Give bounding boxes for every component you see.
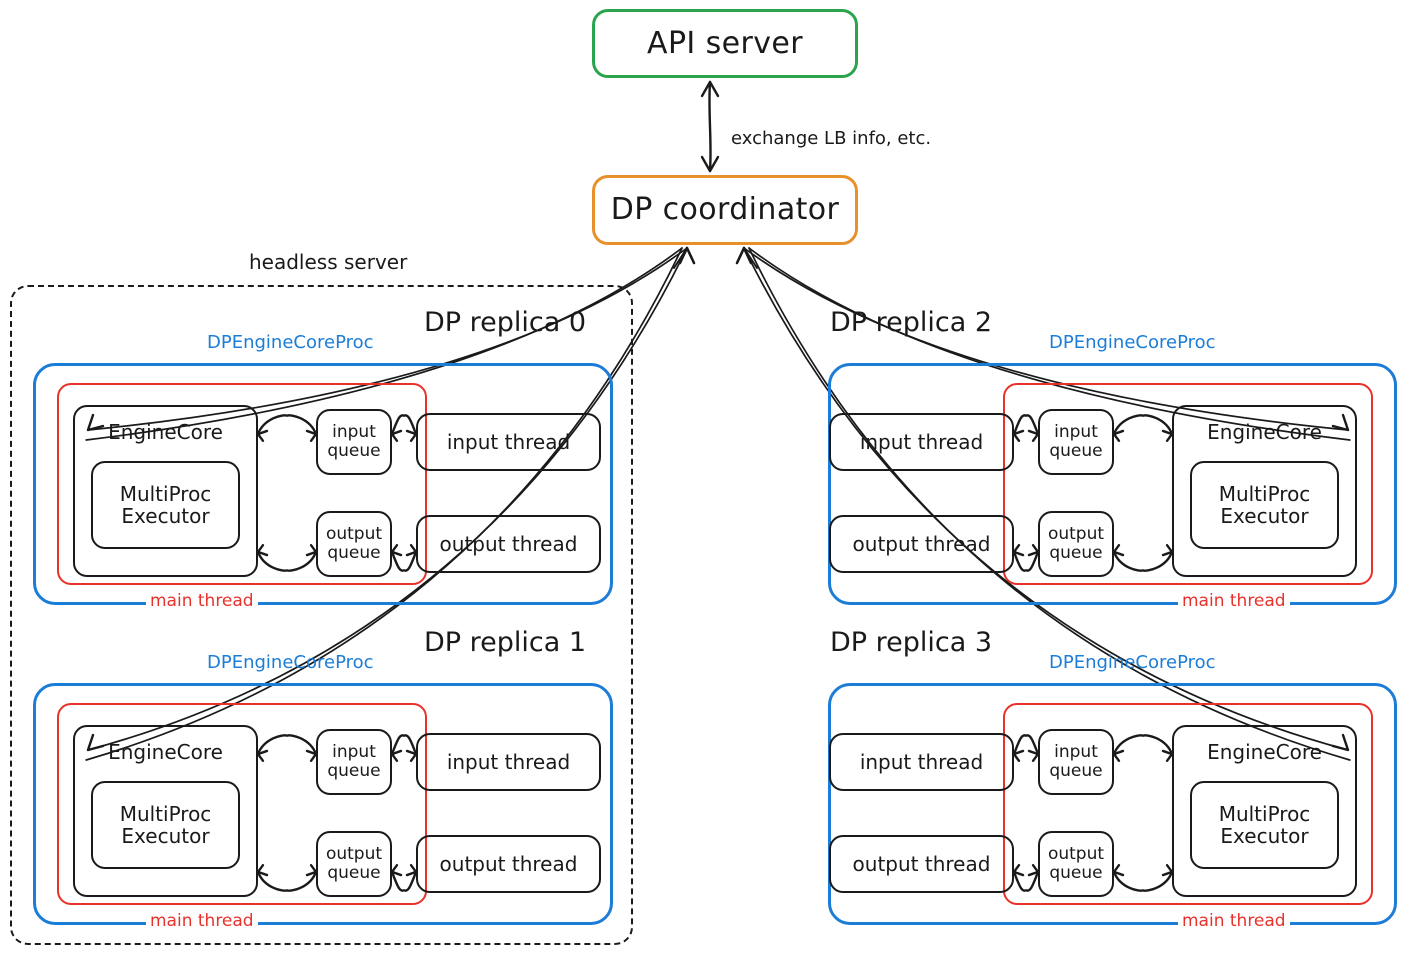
- engine-core-label: EngineCore: [108, 740, 223, 764]
- exchange-info-edge-label: exchange LB info, etc.: [731, 128, 932, 149]
- replica-1-main-thread-box: [57, 703, 427, 905]
- replica-2-output-queue[interactable]: output queue: [1038, 511, 1114, 577]
- replica-3-main-thread-box: [1003, 703, 1373, 905]
- replica-1-output-queue-label: output queue: [325, 843, 383, 883]
- main-thread-label-text: main thread: [1182, 591, 1286, 611]
- replica-0-input-thread-label: input thread: [446, 429, 571, 454]
- engine-core-label: EngineCore: [1207, 420, 1322, 444]
- headless-server-label: headless server: [249, 250, 408, 274]
- engine-core-label: EngineCore: [108, 420, 223, 444]
- replica-1-multiproc-executor-label: MultiProc Executor: [119, 801, 212, 848]
- replica-3-input-queue-label: input queue: [1049, 741, 1103, 781]
- replica-1-title: DP replica 1: [424, 627, 586, 658]
- replica-0-multiproc-executor-label: MultiProc Executor: [119, 481, 212, 528]
- replica-3-main-thread-label: main thread: [1178, 911, 1290, 931]
- replica-0-main-thread-box: [57, 383, 427, 585]
- replica-0-title: DP replica 0: [424, 307, 586, 338]
- replica-3-input-queue[interactable]: input queue: [1038, 729, 1114, 795]
- replica-1-input-queue-label: input queue: [327, 741, 381, 781]
- replica-title-text: DP replica 2: [830, 307, 993, 338]
- replica-3-output-thread-label: output thread: [852, 851, 991, 876]
- replica-2-engine-core[interactable]: EngineCore: [1172, 405, 1357, 577]
- proc-label-text: DPEngineCoreProc: [207, 332, 374, 353]
- replica-3-proc-box[interactable]: [828, 683, 1397, 925]
- main-thread-label-text: main thread: [150, 911, 254, 931]
- replica-3-output-thread[interactable]: output thread: [829, 835, 1014, 893]
- replica-3-proc-label: DPEngineCoreProc: [1049, 652, 1216, 673]
- replica-2-output-thread[interactable]: output thread: [829, 515, 1014, 573]
- replica-1-multiproc-executor[interactable]: MultiProc Executor: [91, 781, 240, 869]
- replica-2-multiproc-executor[interactable]: MultiProc Executor: [1190, 461, 1339, 549]
- replica-2-input-thread-label: input thread: [859, 429, 984, 454]
- replica-1-proc-label: DPEngineCoreProc: [207, 652, 374, 673]
- replica-3-input-thread-label: input thread: [859, 749, 984, 774]
- replica-title-text: DP replica 3: [830, 627, 993, 658]
- dp-coordinator-node[interactable]: DP coordinator: [592, 175, 858, 245]
- replica-3-output-queue-label: output queue: [1047, 843, 1105, 883]
- replica-2-output-thread-label: output thread: [852, 531, 991, 556]
- replica-2-proc-box[interactable]: [828, 363, 1397, 605]
- replica-2-title: DP replica 2: [830, 307, 992, 338]
- replica-1-output-thread[interactable]: output thread: [416, 835, 601, 893]
- api-server-label: API server: [647, 25, 803, 61]
- replica-0-input-queue-label: input queue: [327, 421, 381, 461]
- replica-0-output-queue-label: output queue: [325, 523, 383, 563]
- replica-1-input-queue[interactable]: input queue: [316, 729, 392, 795]
- replica-1-proc-box[interactable]: [33, 683, 613, 925]
- replica-2-main-thread-label: main thread: [1178, 591, 1290, 611]
- replica-0-engine-core[interactable]: EngineCore: [73, 405, 258, 577]
- replica-0-output-queue[interactable]: output queue: [316, 511, 392, 577]
- replica-3-output-queue[interactable]: output queue: [1038, 831, 1114, 897]
- replica-3-title: DP replica 3: [830, 627, 992, 658]
- replica-0-input-queue[interactable]: input queue: [316, 409, 392, 475]
- replica-3-engine-core[interactable]: EngineCore: [1172, 725, 1357, 897]
- replica-2-output-queue-label: output queue: [1047, 523, 1105, 563]
- engine-core-label: EngineCore: [1207, 740, 1322, 764]
- replica-2-input-queue[interactable]: input queue: [1038, 409, 1114, 475]
- replica-1-output-thread-label: output thread: [439, 851, 578, 876]
- replica-0-output-thread[interactable]: output thread: [416, 515, 601, 573]
- replica-1-output-queue[interactable]: output queue: [316, 831, 392, 897]
- replica-1-input-thread[interactable]: input thread: [416, 733, 601, 791]
- replica-3-multiproc-executor[interactable]: MultiProc Executor: [1190, 781, 1339, 869]
- proc-label-text: DPEngineCoreProc: [1049, 332, 1216, 353]
- replica-1-main-thread-label: main thread: [146, 911, 258, 931]
- replica-0-proc-box[interactable]: [33, 363, 613, 605]
- replica-0-main-thread-label: main thread: [146, 591, 258, 611]
- replica-0-proc-label: DPEngineCoreProc: [207, 332, 374, 353]
- proc-label-text: DPEngineCoreProc: [1049, 652, 1216, 673]
- replica-2-multiproc-executor-label: MultiProc Executor: [1218, 481, 1311, 528]
- api-coordinator-link: [700, 80, 720, 173]
- replica-2-input-thread[interactable]: input thread: [829, 413, 1014, 471]
- replica-3-input-thread[interactable]: input thread: [829, 733, 1014, 791]
- api-server-node[interactable]: API server: [592, 9, 858, 78]
- replica-3-multiproc-executor-label: MultiProc Executor: [1218, 801, 1311, 848]
- replica-2-input-queue-label: input queue: [1049, 421, 1103, 461]
- replica-0-input-thread[interactable]: input thread: [416, 413, 601, 471]
- main-thread-label-text: main thread: [150, 591, 254, 611]
- replica-1-input-thread-label: input thread: [446, 749, 571, 774]
- replica-title-text: DP replica 0: [424, 307, 587, 338]
- dp-coordinator-label: DP coordinator: [610, 192, 840, 228]
- replica-0-output-thread-label: output thread: [439, 531, 578, 556]
- replica-2-main-thread-box: [1003, 383, 1373, 585]
- replica-1-engine-core[interactable]: EngineCore: [73, 725, 258, 897]
- headless-server-enclosure: [10, 285, 633, 945]
- proc-label-text: DPEngineCoreProc: [207, 652, 374, 673]
- replica-0-multiproc-executor[interactable]: MultiProc Executor: [91, 461, 240, 549]
- replica-title-text: DP replica 1: [424, 627, 587, 658]
- replica-2-proc-label: DPEngineCoreProc: [1049, 332, 1216, 353]
- main-thread-label-text: main thread: [1182, 911, 1286, 931]
